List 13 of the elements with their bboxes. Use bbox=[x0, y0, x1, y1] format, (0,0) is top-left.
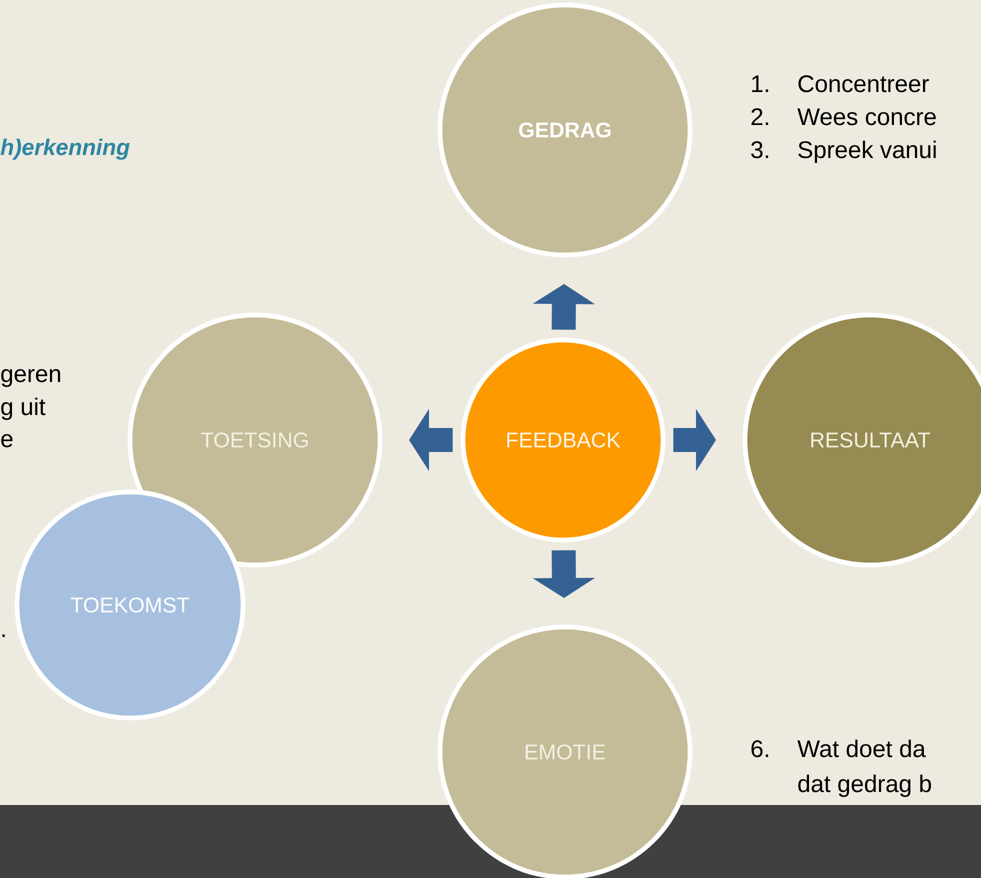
label-text: Wees concre bbox=[797, 108, 936, 126]
label-text: Spreek vanui bbox=[798, 140, 936, 163]
label-text: dat gedrag b bbox=[798, 774, 931, 797]
label-text: Concentreer bbox=[798, 75, 929, 92]
label-text: 6. bbox=[752, 740, 768, 758]
label-text: h)erkenning bbox=[0, 138, 130, 160]
label-text: 2. bbox=[752, 108, 768, 125]
label-text: e bbox=[1, 434, 13, 448]
label-text: 3. bbox=[751, 141, 768, 158]
label-text: geren bbox=[1, 369, 60, 387]
label-text: Wat doet da bbox=[797, 740, 926, 758]
label-text: 1. bbox=[752, 75, 768, 92]
label-text: g uit bbox=[1, 398, 46, 420]
